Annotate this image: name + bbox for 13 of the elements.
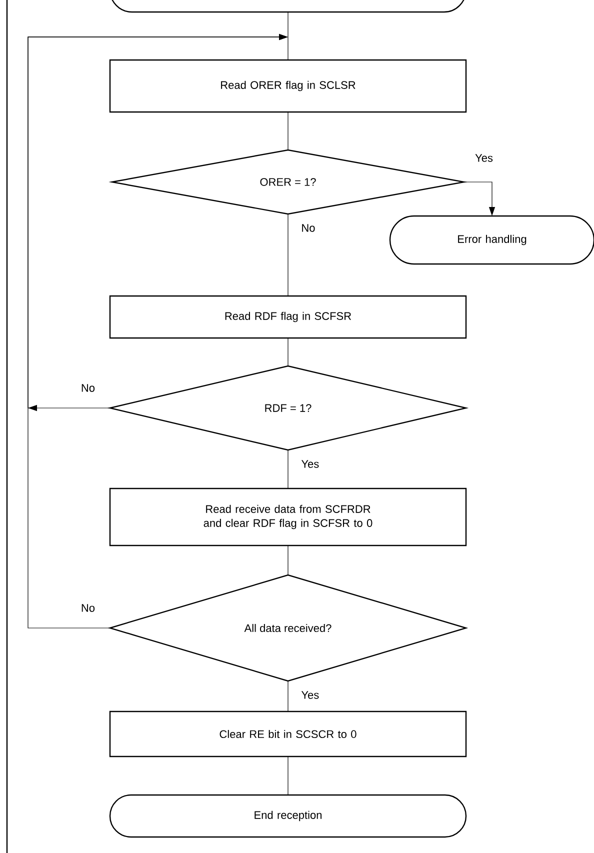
edge-label: No [302, 224, 315, 232]
terminal-box: Error handling [389, 215, 594, 265]
edge-label: Yes [301, 460, 319, 468]
process-box: Read RDF flag in SCFSR [109, 295, 467, 339]
terminal-box [109, 0, 467, 13]
edge-label: No [82, 384, 95, 392]
edge-label: Yes [475, 154, 493, 162]
process-box: Read ORER flag in SCLSR [109, 59, 467, 113]
edge-label: Yes [301, 691, 319, 699]
edge-label: No [82, 604, 95, 612]
process-box: Clear RE bit in SCSCR to 0 [109, 710, 467, 758]
process-box: Read receive data from SCFRDR and clear RDF flag in SCFSR to 0 [109, 488, 467, 546]
terminal-box: End reception [109, 794, 467, 838]
